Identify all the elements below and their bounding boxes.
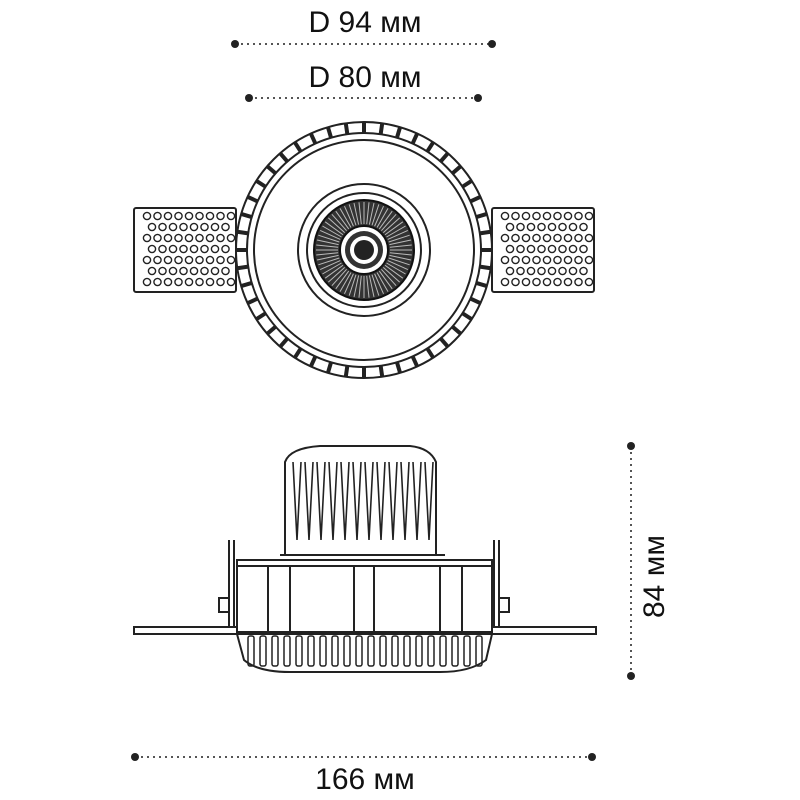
dimension-line-height — [627, 442, 635, 680]
outer-diameter-label: D 94 мм — [308, 6, 422, 39]
clip-holes-left — [142, 211, 236, 287]
lens-assembly — [297, 183, 431, 317]
ring-teeth — [236, 122, 492, 378]
housing-body — [236, 559, 493, 633]
dimension-line-width — [131, 753, 596, 761]
side-view — [131, 442, 635, 761]
left-mounting-clip — [133, 207, 237, 293]
height-label: 84 мм — [638, 535, 671, 618]
inner-diameter-label: D 80 мм — [308, 61, 422, 94]
heatsink-fins-top — [292, 461, 434, 541]
dimension-line-d80 — [245, 94, 482, 102]
right-mounting-clip — [491, 207, 595, 293]
heatsink-bottom — [235, 633, 494, 673]
top-view — [133, 40, 595, 379]
lens-reflector-lines — [316, 202, 412, 298]
heatsink-top — [280, 445, 445, 556]
clip-holes-right — [500, 211, 594, 287]
heatsink-fins-bottom — [247, 635, 483, 667]
width-label: 166 мм — [315, 763, 415, 796]
side-spring-left — [218, 540, 235, 627]
side-spring-right — [493, 540, 510, 627]
dimension-line-d94 — [231, 40, 496, 48]
